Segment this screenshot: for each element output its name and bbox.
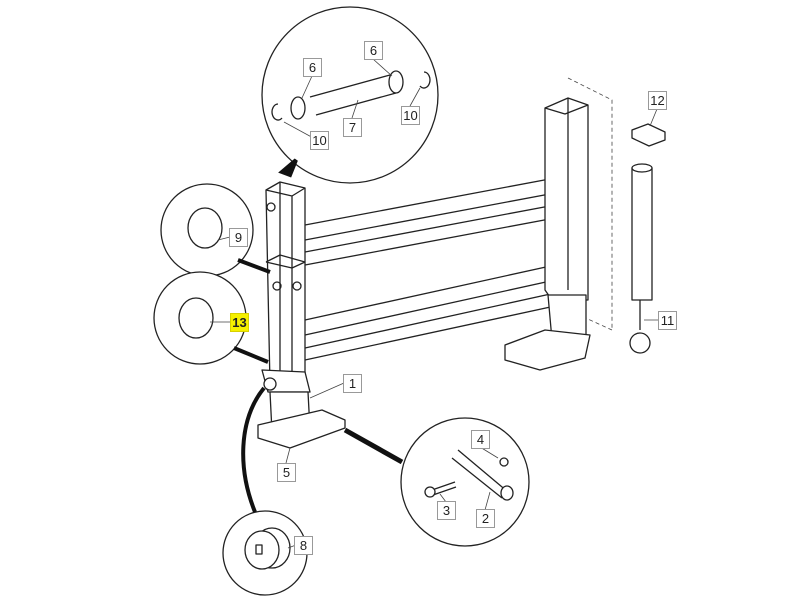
- callout-8[interactable]: 8: [294, 536, 313, 555]
- leader-lines: [210, 58, 658, 549]
- cross-rails: [304, 177, 556, 361]
- callout-3[interactable]: 3: [437, 501, 456, 520]
- detail-pin-assembly: [261, 6, 439, 184]
- gas-strut: [629, 123, 666, 354]
- callout-10[interactable]: 10: [310, 131, 329, 150]
- detail-foot-pin: [343, 417, 530, 547]
- detail-plug-13: [153, 271, 269, 365]
- callout-1[interactable]: 1: [343, 374, 362, 393]
- callout-7[interactable]: 7: [343, 118, 362, 137]
- callout-11[interactable]: 11: [658, 311, 677, 330]
- callout-6[interactable]: 6: [303, 58, 322, 77]
- left-post: [257, 181, 346, 449]
- callout-9[interactable]: 9: [229, 228, 248, 247]
- callout-12[interactable]: 12: [648, 91, 667, 110]
- callout-2[interactable]: 2: [476, 509, 495, 528]
- callout-13-highlighted[interactable]: 13: [230, 313, 249, 332]
- callout-5[interactable]: 5: [277, 463, 296, 482]
- detail-plug-9: [160, 183, 271, 277]
- callout-4[interactable]: 4: [471, 430, 490, 449]
- right-post: [504, 97, 591, 371]
- wall-outline: [567, 77, 613, 331]
- detail-plug-8: [222, 386, 308, 596]
- callout-6[interactable]: 6: [364, 41, 383, 60]
- callout-10[interactable]: 10: [401, 106, 420, 125]
